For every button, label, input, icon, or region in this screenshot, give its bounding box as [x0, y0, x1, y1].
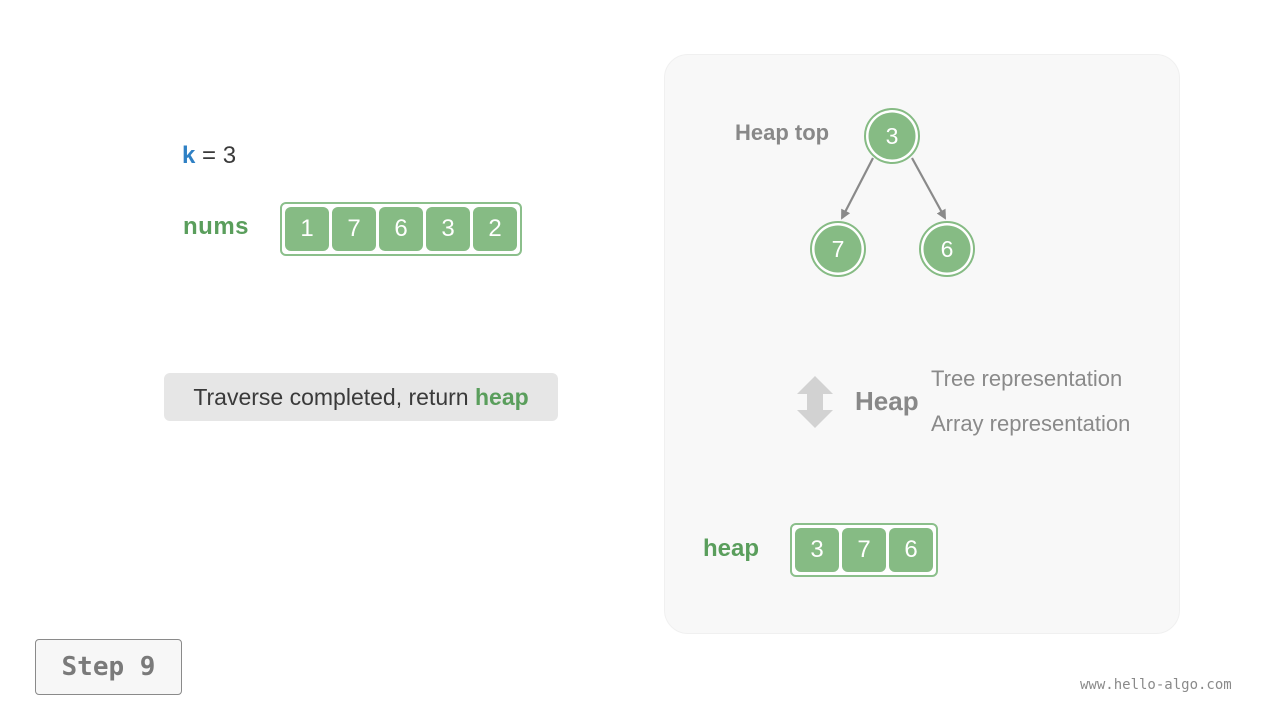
nums-cell: 2 — [473, 207, 517, 251]
heap-cell: 6 — [889, 528, 933, 572]
heap-label: heap — [703, 535, 760, 562]
nums-cell: 3 — [426, 207, 470, 251]
k-variable: k = 3 — [182, 142, 236, 170]
tree-node-left-value: 7 — [832, 236, 845, 262]
k-equals: = — [195, 142, 223, 169]
tree-node-root-value: 3 — [886, 123, 899, 149]
tree-node-right-value: 6 — [941, 236, 954, 262]
nums-label: nums — [183, 213, 250, 240]
status-message: Traverse completed, return heap — [164, 373, 558, 421]
tree-node-right: 6 — [919, 221, 975, 277]
k-name: k — [182, 142, 196, 169]
nums-cell: 7 — [332, 207, 376, 251]
array-representation-label: Array representation — [931, 411, 1131, 436]
heap-top-label: Heap top — [735, 120, 830, 145]
edge-root-right — [911, 157, 946, 220]
k-value: 3 — [222, 142, 237, 169]
tree-node-left: 7 — [810, 221, 866, 277]
heap-array: 3 7 6 — [790, 523, 938, 577]
heap-word: Heap — [855, 386, 919, 416]
nums-cell: 6 — [379, 207, 423, 251]
tree-representation-label: Tree representation — [931, 366, 1123, 391]
edge-root-left — [841, 157, 874, 220]
message-text: Traverse completed, return — [193, 383, 475, 410]
footer-url: www.hello-algo.com — [1080, 677, 1232, 693]
double-arrow-icon — [797, 376, 833, 428]
nums-array: 1 7 6 3 2 — [280, 202, 522, 256]
step-button[interactable]: Step 9 — [35, 639, 182, 695]
tree-node-root: 3 — [864, 108, 920, 164]
heap-cell: 7 — [842, 528, 886, 572]
message-highlight: heap — [474, 383, 529, 410]
nums-cell: 1 — [285, 207, 329, 251]
heap-cell: 3 — [795, 528, 839, 572]
